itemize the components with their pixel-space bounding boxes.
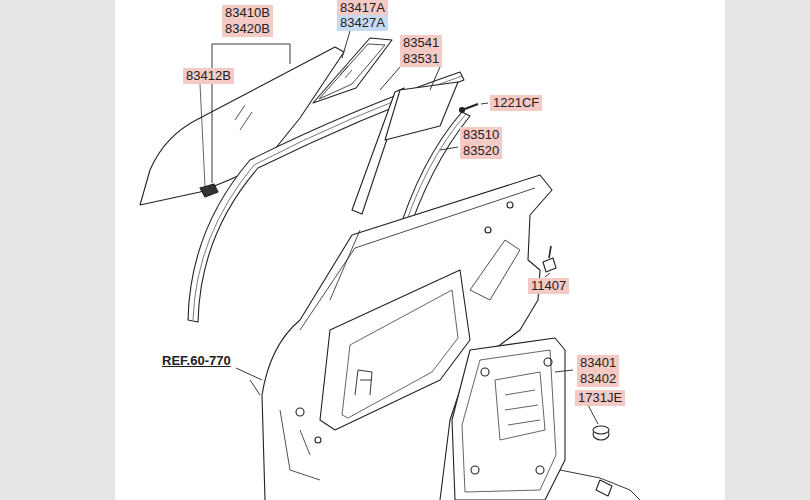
callout-number: 83420B [222, 21, 273, 37]
callout-number: 83427A [337, 15, 388, 31]
callout-number: 83531 [400, 51, 442, 67]
callout-number: 83410B [222, 5, 273, 21]
callout-number: 83401 [577, 355, 619, 371]
side-margin [0, 0, 115, 500]
module-panel [452, 338, 565, 500]
side-margin [725, 0, 810, 500]
callout-number: 11407 [528, 278, 569, 294]
callout-number: 83520 [460, 143, 502, 159]
callout-number: 83541 [400, 35, 442, 51]
callout-number: 83412B [183, 68, 234, 84]
quarter-glass [313, 38, 392, 103]
reference-label: REF.60-770 [160, 353, 233, 369]
callout-number: 83417A [337, 0, 388, 16]
callout-number: 83510 [460, 127, 502, 143]
callout-number: 1221CF [490, 95, 542, 111]
callout-number: 83402 [577, 371, 619, 387]
leader-lines [200, 31, 598, 424]
callout-number: 1731JE [575, 390, 625, 406]
